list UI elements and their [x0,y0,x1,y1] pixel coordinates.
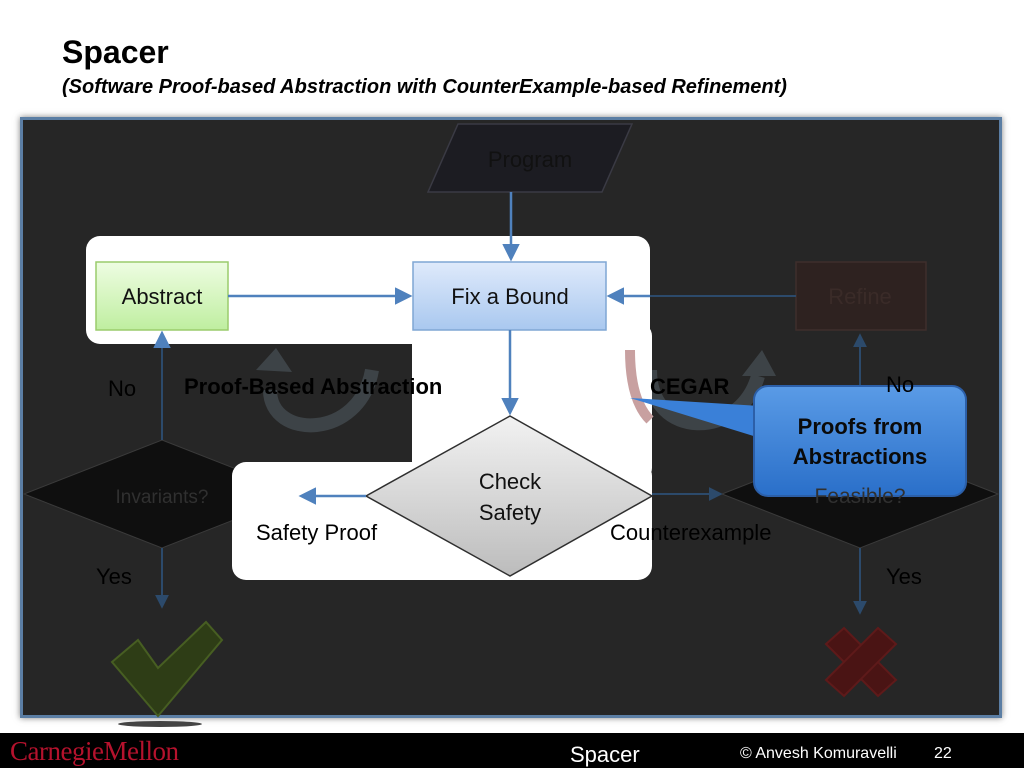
no-left-label: No [108,376,136,401]
cross-icon [824,626,898,698]
university-logo: CarnegieMellon [10,736,179,766]
counterexample-label: Counterexample [610,520,771,545]
check-safety-diamond [364,415,654,577]
feasible-label: Feasible? [814,485,905,508]
footer-bar [0,733,1024,768]
yes-left-label: Yes [96,564,132,589]
check-safety-label: Check [479,469,542,494]
check-mark-icon [110,620,224,718]
no-right-label: No [886,372,914,397]
yes-right-label: Yes [886,564,922,589]
footer-credit: © Anvesh Komuravelli [740,745,897,762]
page-number: 22 [934,745,952,762]
cegar-label: CEGAR [650,374,730,399]
fix-bound-label: Fix a Bound [451,284,568,309]
callout-text-line2: Abstractions [793,444,927,469]
footer-title: Spacer [570,742,640,767]
callout-text-line1: Proofs from [798,414,923,439]
callout-pointer [630,398,760,438]
program-parallelogram [426,123,634,193]
proof-based-abstraction-label: Proof-Based Abstraction [184,374,442,399]
pba-cycle-arrow [263,368,379,433]
proofs-callout [753,385,967,497]
program-label: Program [488,147,572,172]
safety-proof-label: Safety Proof [256,520,378,545]
slide-subtitle: (Software Proof-based Abstraction with C… [62,76,787,98]
check-safety-label-2: Safety [479,500,541,525]
refine-label: Refine [828,284,892,309]
abstract-box [95,261,229,331]
cegar-cycle-arrow [643,369,765,431]
abstract-label: Abstract [122,284,203,309]
slide-title: Spacer [62,34,169,70]
invariants-label: Invariants? [116,487,209,508]
refine-box [795,261,927,331]
